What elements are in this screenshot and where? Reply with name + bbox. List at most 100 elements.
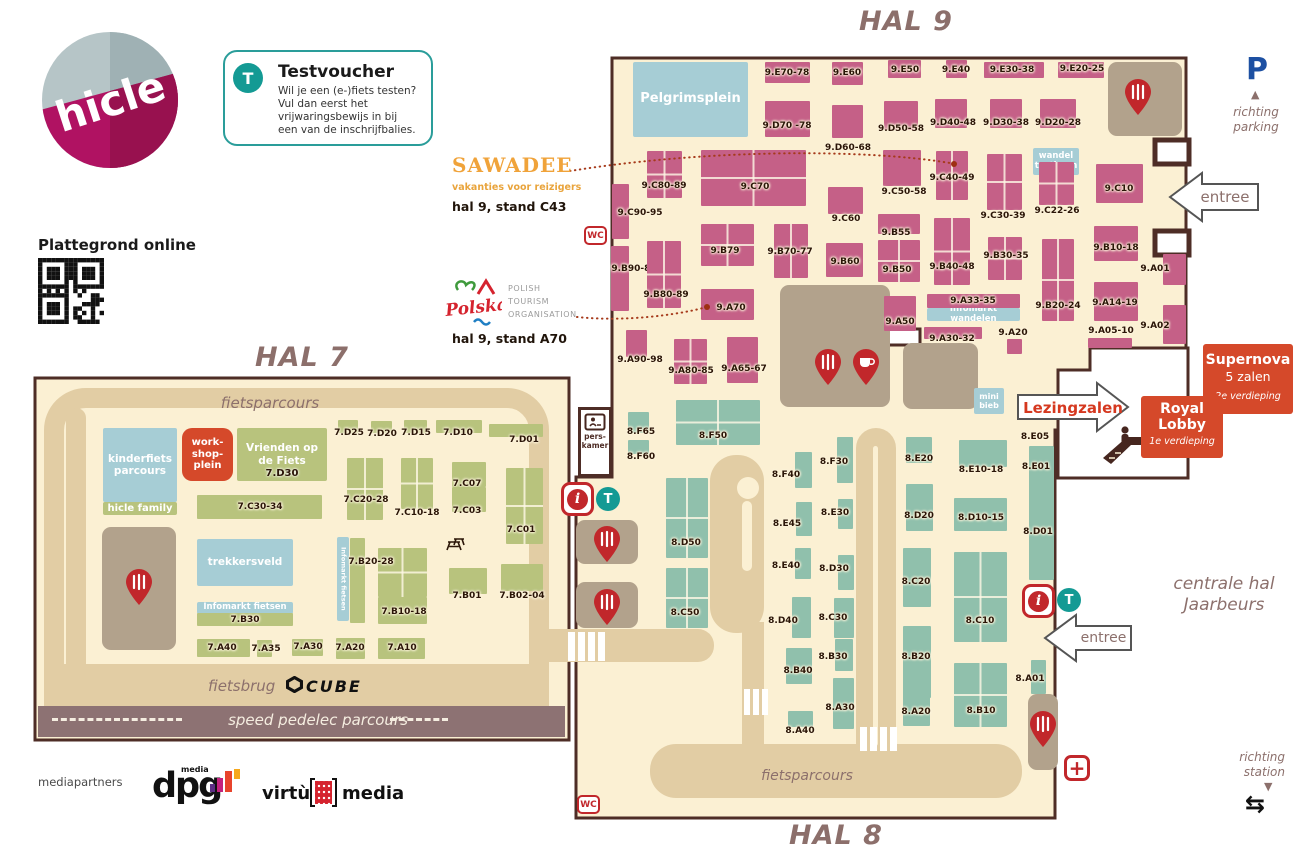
- stand-label-9.E40: 9.E40: [941, 65, 971, 75]
- hal8-stem: [742, 622, 764, 748]
- stand-label-7.A10: 7.A10: [387, 643, 417, 653]
- stand-label-9.B90-85: 9.B90-85: [611, 264, 657, 274]
- stand-7.A35: [257, 640, 272, 657]
- stand-8.B10: [954, 663, 1007, 727]
- dashed-line: [52, 718, 182, 721]
- dpg-bar: [225, 771, 232, 792]
- virtu-media-label: media: [342, 783, 405, 804]
- stand-9.A20: [1007, 339, 1022, 354]
- stand-9.B90-85: [611, 246, 629, 311]
- stand-9.D50-58: [884, 101, 918, 130]
- stand-label-9.B20-24: 9.B20-24: [1035, 301, 1081, 311]
- stand-label-9.A90-98: 9.A90-98: [617, 355, 663, 365]
- stand-label-9.A20: 9.A20: [998, 328, 1028, 338]
- stand-9.D30-38: [990, 99, 1022, 128]
- dashed-line: [390, 718, 448, 721]
- station-direction-triangle: ▼: [1264, 780, 1273, 793]
- supernova-floor: 2e verdieping: [1215, 391, 1281, 403]
- info-badge: i: [1022, 584, 1055, 618]
- stand-label-9.B80-89: 9.B80-89: [643, 290, 689, 300]
- stand-label-9.B70-77: 9.B70-77: [767, 247, 813, 257]
- stand-8.D10-15: [954, 498, 1007, 531]
- stand-9.E70-78: [765, 62, 810, 83]
- cube-label: CUBE: [306, 677, 362, 696]
- stand-label-7.D15: 7.D15: [401, 428, 431, 438]
- stand-label-8.E30: 8.E30: [820, 508, 850, 518]
- dpg-media-label: media: [181, 765, 209, 774]
- stand-8.E30: [838, 499, 853, 529]
- stand-7.C01: [506, 468, 543, 544]
- stand-7.B20-28: [378, 548, 427, 597]
- stand-label-9.B50: 9.B50: [882, 265, 912, 275]
- stand-label-9.E50: 9.E50: [890, 65, 920, 75]
- supernova-subtitle: 5 zalen: [1225, 369, 1271, 385]
- speed-pedelec-label: speed pedelec parcours: [228, 711, 408, 729]
- stand-label-7.B10-18: 7.B10-18: [381, 607, 427, 617]
- stand-label-8.B40: 8.B40: [783, 666, 813, 676]
- stand-label-9.D20-28: 9.D20-28: [1035, 118, 1081, 128]
- area-pelgrimsplein: Pelgrimsplein: [633, 62, 748, 137]
- stand-label-8.D20: 8.D20: [904, 511, 934, 521]
- stand-label-8.E10-18: 8.E10-18: [958, 465, 1004, 475]
- stand-label-8.F65: 8.F65: [626, 427, 656, 437]
- hal8-loop-island: [737, 477, 759, 499]
- stand-label-9.A01: 9.A01: [1140, 264, 1170, 274]
- stand-9.A01: [1163, 254, 1186, 285]
- testvoucher-badge: T: [596, 487, 620, 511]
- stand-label-9.C60: 9.C60: [831, 214, 861, 224]
- stand-9.E30-38: [984, 62, 1044, 78]
- stand-label-9.A65-67: 9.A65-67: [721, 364, 767, 374]
- stand-label: 7.D30: [265, 467, 299, 479]
- mediapartners-label: mediapartners: [38, 775, 123, 789]
- stand-9.D70 -78: [765, 101, 810, 137]
- plattegrond-label: Plattegrond online: [38, 236, 196, 254]
- stand-label-9.B79: 9.B79: [710, 246, 740, 256]
- stand-label-7.C01: 7.C01: [506, 525, 536, 535]
- wc-badge: WC: [577, 795, 600, 814]
- hal9-title: HAL 9: [859, 6, 953, 37]
- stand-label-8.D30: 8.D30: [819, 564, 849, 574]
- testvoucher-body: Wil je een (e-)fiets testen? Vul dan eer…: [278, 85, 417, 137]
- polska-org-label: POLISH TOURISM ORGANISATION: [508, 284, 577, 319]
- stand-label-8.D50: 8.D50: [671, 538, 701, 548]
- restaurant-pin: [594, 526, 620, 566]
- stand-9.C50-58: [883, 150, 921, 186]
- stand-9.E40: [946, 60, 967, 78]
- stand-label-7.D25: 7.D25: [334, 428, 364, 438]
- lezingzalen-label: Lezingzalen: [1023, 399, 1123, 417]
- stand-label-7.C20-28: 7.C20-28: [343, 495, 389, 505]
- stand-label-8.A01: 8.A01: [1015, 674, 1045, 684]
- stand-7.A40: [197, 639, 250, 657]
- stand-8.B20: [903, 626, 931, 698]
- door: [1152, 228, 1192, 258]
- sawadee-logo: SAWADEE: [452, 153, 573, 177]
- stand-8.D40: [792, 597, 811, 638]
- stand-label-9.A05-10: 9.A05-10: [1088, 326, 1134, 336]
- stand-label-7.C30-34: 7.C30-34: [237, 502, 283, 512]
- stand-label-8.E45: 8.E45: [772, 519, 802, 529]
- stand-7.D15: [404, 420, 427, 433]
- stand-9.C40-49: [936, 151, 968, 200]
- hal7-title: HAL 7: [255, 342, 349, 373]
- stand-9.A14-19: [1094, 282, 1138, 321]
- dpg-bar: [217, 778, 223, 792]
- entree-label-hal8: entree: [1080, 630, 1127, 646]
- stand-label-9.A33-35: 9.A33-35: [950, 296, 996, 306]
- stand-7.A30: [292, 639, 323, 656]
- stand-9.E50: [888, 60, 921, 78]
- stand-8.D20: [906, 484, 933, 531]
- stand-7.D10: [436, 420, 482, 433]
- richting-station-label: richting station: [1239, 750, 1285, 779]
- stand-label-9.C90-95: 9.C90-95: [617, 208, 663, 218]
- stand-9.D60-68: [832, 105, 863, 138]
- service-block: [780, 285, 890, 407]
- stand-label-9.B55: 9.B55: [881, 228, 911, 238]
- stand-label-9.C10: 9.C10: [1104, 184, 1134, 194]
- stand-label-9.C50-58: 9.C50-58: [881, 187, 927, 197]
- restaurant-pin: [1125, 79, 1151, 119]
- stand-7.D20: [371, 421, 392, 433]
- stand-7.B30: [197, 613, 293, 626]
- info-icon: i: [567, 488, 588, 510]
- stand-label-9.C80-89: 9.C80-89: [641, 181, 687, 191]
